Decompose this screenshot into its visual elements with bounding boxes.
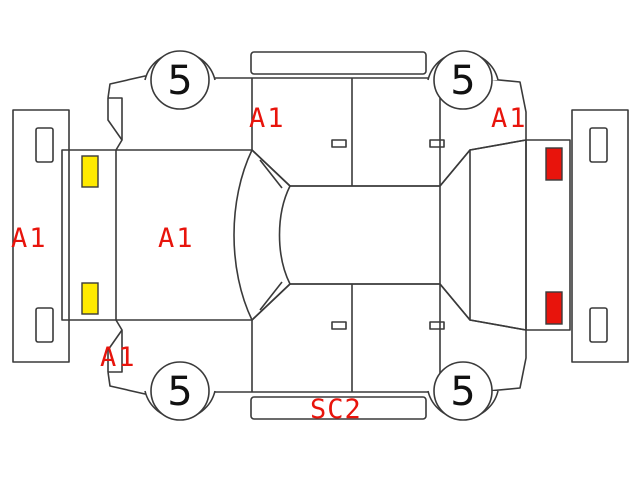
tire-number-rear-left: 5 bbox=[450, 58, 475, 104]
damage-mark-front-fender-left: A1 bbox=[100, 342, 137, 373]
top-rocker-panel bbox=[250, 51, 427, 75]
headlight-top bbox=[81, 155, 99, 188]
wheel-front-right: 5 bbox=[144, 361, 216, 421]
bottom-rocker-panel bbox=[250, 396, 427, 420]
tire-number-front-right: 5 bbox=[167, 369, 192, 415]
taillight-bottom bbox=[545, 291, 563, 325]
damage-mark-hood: A1 bbox=[158, 223, 195, 254]
damage-mark-rocker-left: SC2 bbox=[310, 394, 362, 425]
damage-mark-front-door-right: A1 bbox=[249, 103, 286, 134]
taillight-top bbox=[545, 147, 563, 181]
headlight-bottom bbox=[81, 282, 99, 315]
rear-bumper bbox=[571, 109, 629, 363]
front-bumper bbox=[12, 109, 70, 363]
damage-mark-front-bumper: A1 bbox=[11, 223, 48, 254]
damage-mark-rear-fender-right: A1 bbox=[491, 103, 528, 134]
wheel-rear-right: 5 bbox=[427, 361, 499, 421]
tire-number-front-left: 5 bbox=[167, 58, 192, 104]
wheel-front-left: 5 bbox=[144, 50, 216, 110]
tire-number-rear-right: 5 bbox=[450, 369, 475, 415]
wheel-rear-left: 5 bbox=[427, 50, 499, 110]
cabin-top-view bbox=[233, 139, 527, 331]
